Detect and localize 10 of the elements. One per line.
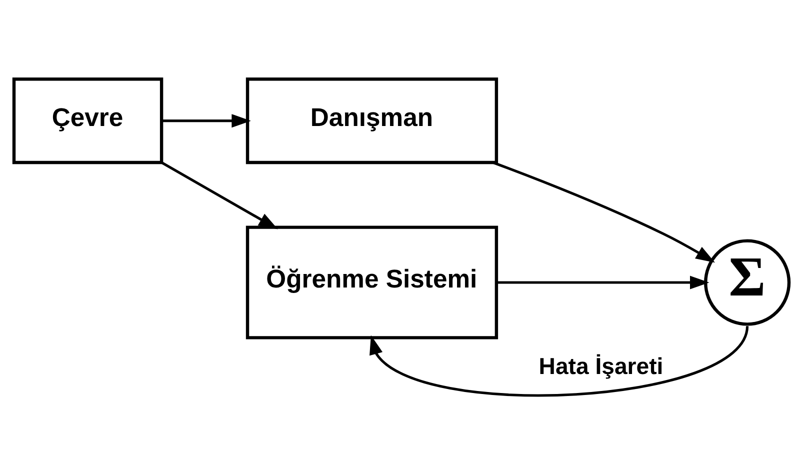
arrow: [492, 160, 715, 262]
arrow: [370, 325, 748, 396]
node-circle: Σ: [704, 238, 791, 326]
arrow: [162, 114, 251, 128]
arrow: [160, 160, 278, 229]
arrow: [496, 275, 710, 289]
node-box: Danışman: [246, 77, 498, 164]
node-box: Öğrenme Sistemi: [246, 225, 498, 339]
edge-label: Hata İşareti: [538, 352, 664, 379]
node-box: Çevre: [12, 77, 164, 164]
